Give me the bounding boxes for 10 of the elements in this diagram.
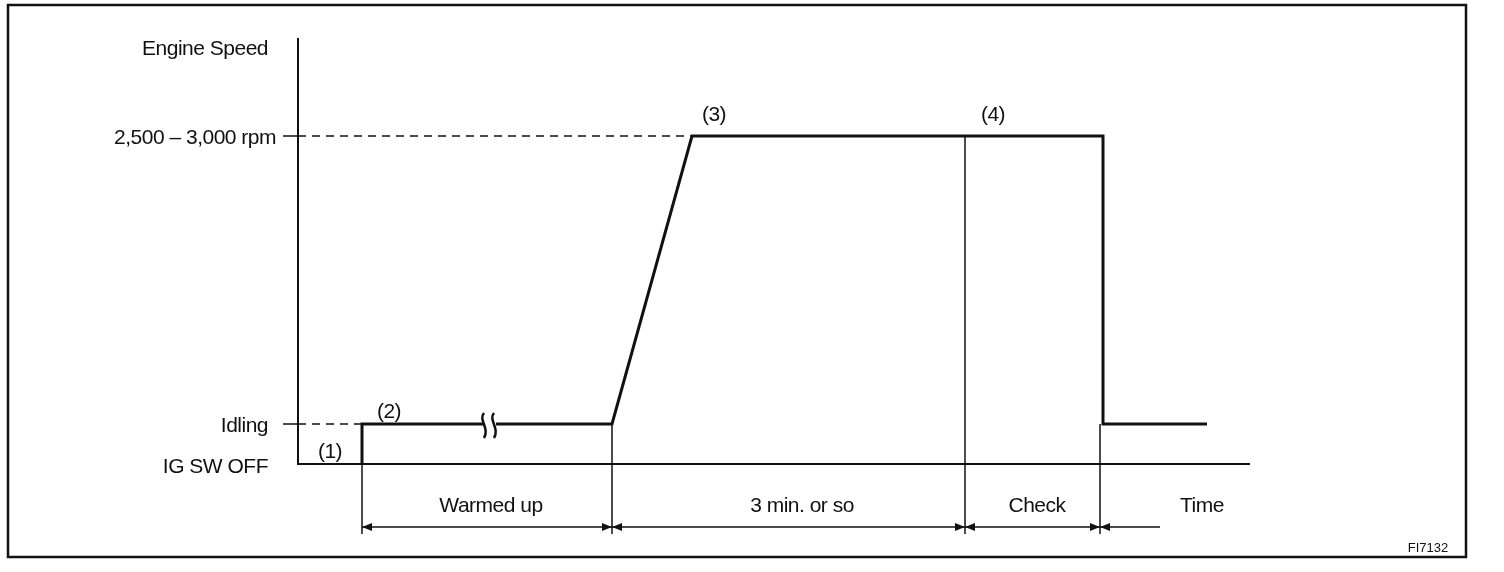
- callout-number: (4): [980, 102, 1006, 124]
- callout-number: (3): [701, 102, 727, 124]
- callout-number: (2): [376, 399, 402, 421]
- callout-number: (1): [317, 439, 343, 461]
- tick-label: 2,500 – 3,000 rpm: [114, 125, 276, 147]
- figure-code: FI7132: [1407, 540, 1449, 554]
- axis-label: Engine Speed: [142, 36, 268, 58]
- axis-label: Time: [1180, 493, 1224, 515]
- tick-label: IG SW OFF: [162, 454, 268, 476]
- tick-label: Idling: [220, 413, 268, 435]
